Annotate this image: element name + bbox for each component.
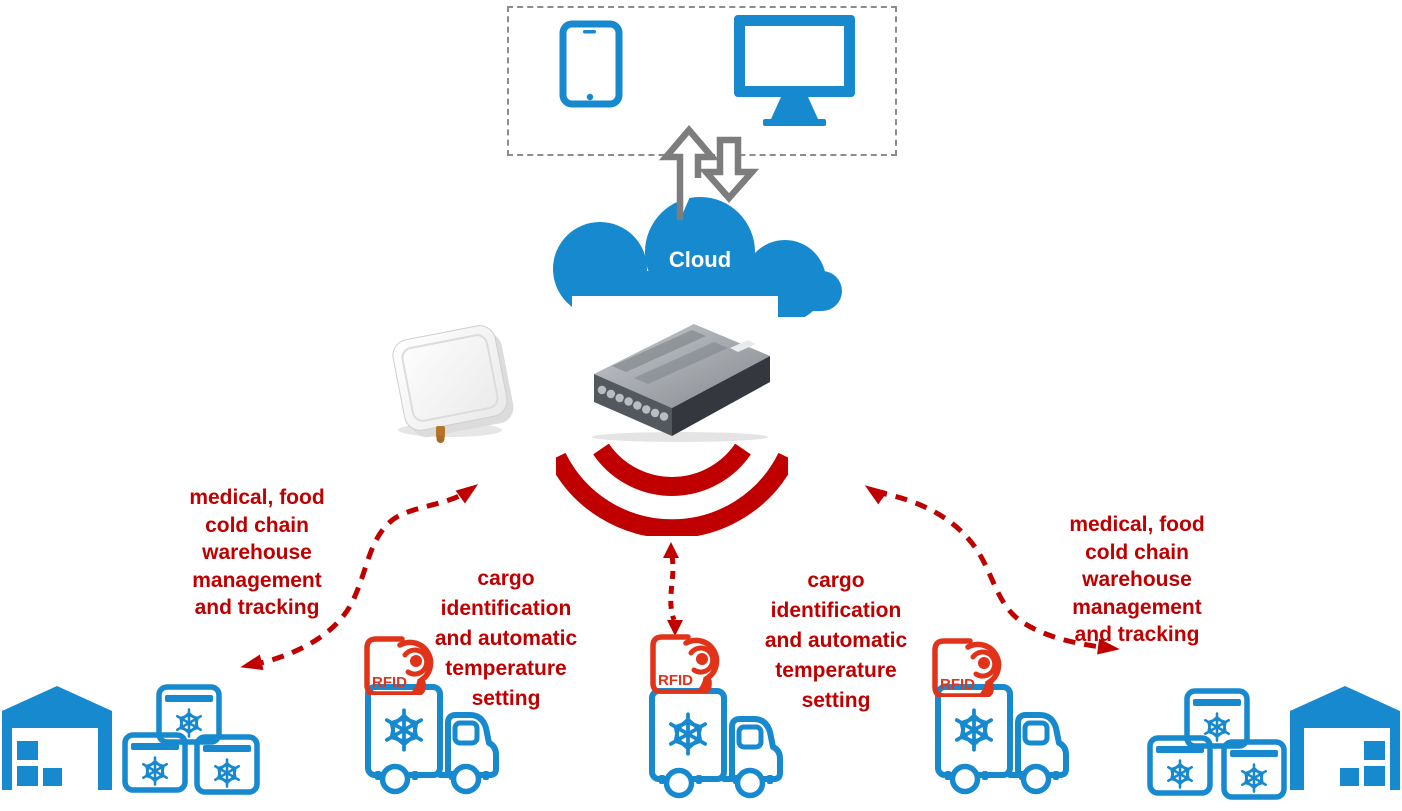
- sync-arrows-icon: [658, 124, 760, 220]
- monitor-icon: [734, 15, 855, 126]
- warehouse-icon-right: [1290, 686, 1400, 790]
- note-truck-right: cargo identification and automatic tempe…: [764, 569, 908, 712]
- cloud-truck-arrow: [663, 542, 683, 636]
- rfid-tag-icon: RFID: [932, 638, 1002, 697]
- refrigerated-truck-icon: [935, 684, 1069, 795]
- rfid-tag-icon: RFID: [364, 636, 434, 695]
- right-route-arrow: [864, 485, 1120, 655]
- freezer-box-icon: [194, 734, 260, 795]
- refrigerated-truck-icon: [365, 684, 499, 795]
- warehouse-icon-left: [2, 686, 112, 790]
- refrigerated-truck-icon: [649, 688, 783, 799]
- cloud-label: Cloud: [669, 247, 731, 272]
- freezer-box-icon: [156, 684, 222, 745]
- rfid-tag-label: RFID: [940, 676, 975, 693]
- rfid-tag-label: RFID: [372, 674, 407, 691]
- note-right: medical, food cold chain warehouse manag…: [1069, 513, 1205, 646]
- rfid-reader-photo: [572, 296, 778, 444]
- rfid-tag-icon: RFID: [650, 634, 720, 693]
- left-route-arrow: [240, 484, 479, 671]
- note-truck-left: cargo identification and automatic tempe…: [434, 567, 578, 710]
- signal-waves-icon: [556, 444, 788, 536]
- note-left: medical, food cold chain warehouse manag…: [189, 486, 325, 619]
- freezer-box-icon: [1147, 735, 1213, 796]
- rfid-antenna-photo: [368, 316, 538, 444]
- freezer-box-icon: [122, 732, 188, 793]
- rfid-tag-label: RFID: [658, 672, 693, 689]
- freezer-box-icon: [1184, 688, 1250, 749]
- freezer-box-icon: [1221, 739, 1287, 800]
- tablet-icon: [559, 20, 623, 108]
